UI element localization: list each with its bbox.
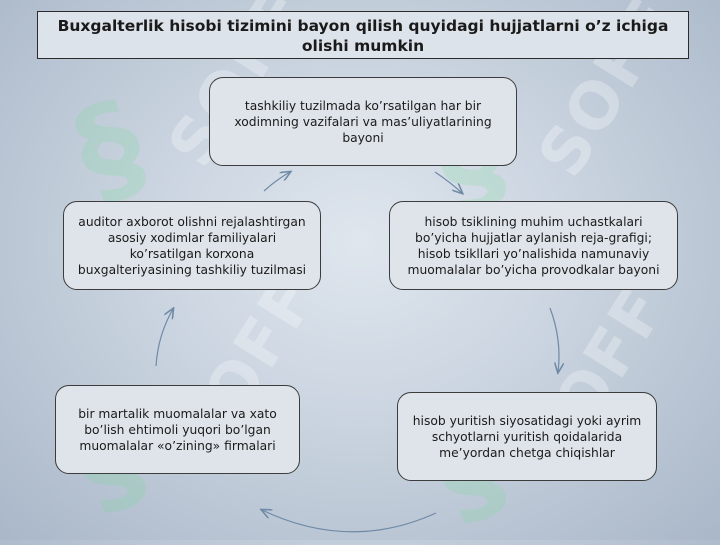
arrow-5-to-1 <box>263 172 290 192</box>
arrow-3-to-4 <box>262 510 437 533</box>
node-text: bir martalik muomalalar va xato bo’lish … <box>78 406 277 453</box>
cycle-node-1: tashkiliy tuzilmada ko’rsatilgan har bir… <box>209 77 517 166</box>
cycle-node-2: hisob tsiklining muhim uchastkalari bo’y… <box>389 201 678 290</box>
arrow-2-to-3 <box>549 307 559 372</box>
cycle-node-3: hisob yuritish siyosatidagi yoki ayrim s… <box>397 392 657 481</box>
node-text: tashkiliy tuzilmada ko’rsatilgan har bir… <box>234 98 492 145</box>
cycle-node-5: auditor axborot olishni rejalashtirgan a… <box>63 201 321 290</box>
cycle-node-4: bir martalik muomalalar va xato bo’lish … <box>55 385 300 474</box>
node-text: auditor axborot olishni rejalashtirgan a… <box>77 214 307 277</box>
node-text: hisob tsiklining muhim uchastkalari bo’y… <box>407 214 660 277</box>
node-text: hisob yuritish siyosatidagi yoki ayrim s… <box>412 413 642 460</box>
page-title: Buxgalterlik hisobi tizimini bayon qilis… <box>37 11 689 59</box>
arrow-4-to-5 <box>155 309 173 367</box>
arrow-1-to-2 <box>434 171 462 193</box>
